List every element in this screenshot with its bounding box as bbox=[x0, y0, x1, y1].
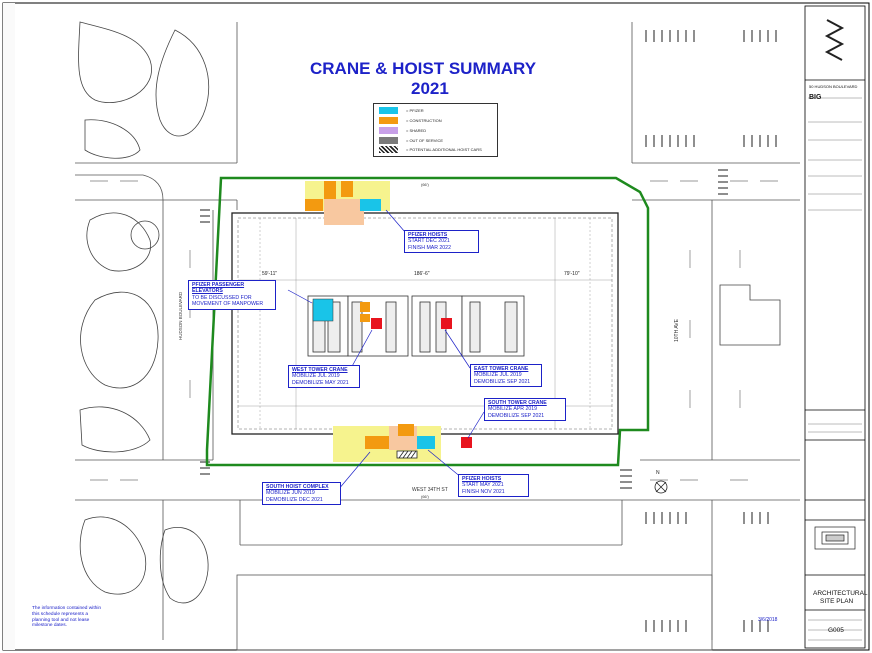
lane-markings bbox=[90, 180, 778, 481]
title-block-rows bbox=[808, 97, 862, 641]
sheet-title-line1: ARCHITECTURAL bbox=[813, 590, 868, 597]
pfizer-elevators-block bbox=[312, 298, 334, 322]
south-tower-crane bbox=[461, 437, 472, 448]
callout-heading: PFIZER HOISTS bbox=[462, 476, 502, 482]
note-line: planning tool and not lease bbox=[32, 617, 90, 623]
callout-line: FINISH MAR 2022 bbox=[408, 244, 451, 251]
south-construction-hoist-2 bbox=[398, 424, 414, 436]
north-construction-hoist-2 bbox=[341, 181, 353, 197]
legend-swatch-hatched bbox=[379, 146, 398, 153]
callout-heading: SOUTH TOWER CRANE bbox=[488, 400, 547, 406]
dimension-left: 59'-11" bbox=[262, 271, 278, 277]
north-arrow-icon bbox=[654, 480, 668, 494]
callout-line: DEMOBILIZE MAY 2021 bbox=[292, 379, 349, 386]
sheet-title-line2: SITE PLAN bbox=[820, 598, 854, 605]
architect-logo-icon bbox=[824, 19, 845, 61]
callout-heading: SOUTH HOIST COMPLEX bbox=[266, 484, 329, 490]
callout-heading: PFIZER HOISTS bbox=[408, 232, 448, 238]
title-block-frame bbox=[804, 5, 866, 649]
street-tag-south: (66') bbox=[421, 494, 429, 499]
north-pfizer-hoist-1 bbox=[360, 199, 371, 211]
legend-swatch-out-of-service bbox=[379, 137, 398, 144]
legend-item-potential-hoist: = POTENTIAL ADDITIONAL HOIST CARS bbox=[379, 146, 494, 153]
street-label-south: WEST 34TH ST bbox=[412, 487, 448, 493]
legend-swatch-pfizer bbox=[379, 107, 398, 114]
summary-year: 2021 bbox=[411, 79, 449, 98]
callout-pfizer-hoists-south: PFIZER HOISTS START MAY 2021 FINISH NOV … bbox=[458, 474, 529, 498]
callout-leaders bbox=[287, 209, 485, 491]
callout-line: MOBILIZE JUL 2019 bbox=[474, 372, 522, 379]
south-potential-hoist-hatch bbox=[396, 450, 418, 459]
legend-swatch-shared bbox=[379, 127, 398, 134]
dimension-right: 79'-10" bbox=[564, 271, 580, 277]
callout-pfizer-elevators: PFIZER PASSENGER ELEVATORS TO BE DISCUSS… bbox=[188, 280, 276, 310]
callout-line: MOBILIZE APR 2019 bbox=[488, 406, 538, 413]
callout-line: MOBILIZE JUL 2019 bbox=[292, 373, 340, 380]
note-line: this schedule represents a bbox=[32, 611, 88, 617]
callout-line: DEMOBILIZE DEC 2021 bbox=[266, 496, 323, 503]
south-construction-hoist bbox=[365, 436, 389, 449]
note-line: The information contained within bbox=[32, 606, 102, 611]
callout-west-tower-crane: WEST TOWER CRANE MOBILIZE JUL 2019 DEMOB… bbox=[288, 365, 360, 389]
north-pfizer-hoist-2 bbox=[371, 199, 381, 211]
park-landscape bbox=[78, 21, 210, 604]
callout-south-tower-crane: SOUTH TOWER CRANE MOBILIZE APR 2019 DEMO… bbox=[484, 398, 566, 422]
east-tower-crane bbox=[441, 318, 452, 329]
legend-label: = OUT OF SERVICE bbox=[406, 138, 444, 143]
project-name: 50 HUDSON BOULEVARD bbox=[809, 84, 858, 89]
north-label: N bbox=[656, 470, 660, 476]
legend-item-shared: = SHARED bbox=[379, 127, 489, 134]
north-construction-hoist-3 bbox=[305, 199, 323, 211]
north-shared-area bbox=[324, 199, 364, 225]
south-pfizer-hoist bbox=[417, 436, 435, 449]
legend-label: = SHARED bbox=[406, 128, 427, 133]
callout-south-hoist-complex: SOUTH HOIST COMPLEX MOBILIZE JUN 2019 DE… bbox=[262, 482, 341, 506]
callout-heading: WEST TOWER CRANE bbox=[292, 367, 348, 373]
callout-line: TO BE DISCUSSED FOR bbox=[192, 294, 252, 301]
planning-note: The information contained within this sc… bbox=[32, 606, 101, 629]
sheet-margin bbox=[3, 3, 15, 650]
crosswalks bbox=[200, 30, 777, 632]
callout-heading: EAST TOWER CRANE bbox=[474, 366, 529, 372]
drawing-date: 3/6/2018 bbox=[758, 617, 778, 623]
callout-line: START DEC 2021 bbox=[408, 238, 450, 245]
note-line: milestone dates. bbox=[32, 623, 67, 629]
key-plan-icon bbox=[814, 526, 856, 550]
west-tower-crane bbox=[371, 318, 382, 329]
legend-label: = PFIZER bbox=[406, 108, 424, 113]
sheet-number: G005 bbox=[828, 627, 844, 634]
callout-line: MOVEMENT OF MANPOWER bbox=[192, 301, 264, 308]
street-label-east: 10TH AVE bbox=[674, 319, 680, 342]
legend-item-pfizer: = PFIZER bbox=[379, 107, 489, 114]
dimension-center: 186'-6" bbox=[414, 271, 430, 277]
street-tag-north: (66') bbox=[421, 182, 429, 187]
callout-line: DEMOBILIZE SEP 2021 bbox=[488, 412, 545, 419]
legend-item-construction: = CONSTRUCTION bbox=[379, 117, 489, 124]
legend-item-out-of-service: = OUT OF SERVICE bbox=[379, 137, 489, 144]
callout-line: MOBILIZE JUN 2019 bbox=[266, 490, 315, 497]
callout-line: DEMOBILIZE SEP 2021 bbox=[474, 378, 531, 385]
callout-heading: PFIZER PASSENGER ELEVATORS bbox=[192, 282, 245, 295]
core-elevators bbox=[307, 295, 525, 357]
architect-logo: BIG bbox=[809, 94, 822, 101]
legend-label: = POTENTIAL ADDITIONAL HOIST CARS bbox=[406, 147, 482, 152]
legend-label: = CONSTRUCTION bbox=[406, 118, 442, 123]
street-label-west: HUDSON BOULEVARD bbox=[178, 291, 183, 340]
callout-line: START MAY 2021 bbox=[462, 482, 504, 489]
legend-swatch-construction bbox=[379, 117, 398, 124]
callout-pfizer-hoists-north: PFIZER HOISTS START DEC 2021 FINISH MAR … bbox=[404, 230, 479, 254]
east-building bbox=[719, 284, 781, 346]
site-fence bbox=[205, 176, 650, 467]
summary-title: CRANE & HOIST SUMMARY bbox=[310, 59, 537, 78]
core-construction-hoist bbox=[360, 302, 370, 312]
legend: = PFIZER = CONSTRUCTION = SHARED = OUT O… bbox=[373, 103, 498, 157]
callout-line: FINISH NOV 2021 bbox=[462, 488, 505, 495]
callout-east-tower-crane: EAST TOWER CRANE MOBILIZE JUL 2019 DEMOB… bbox=[470, 364, 542, 388]
core-construction-hoist-2 bbox=[360, 314, 370, 322]
